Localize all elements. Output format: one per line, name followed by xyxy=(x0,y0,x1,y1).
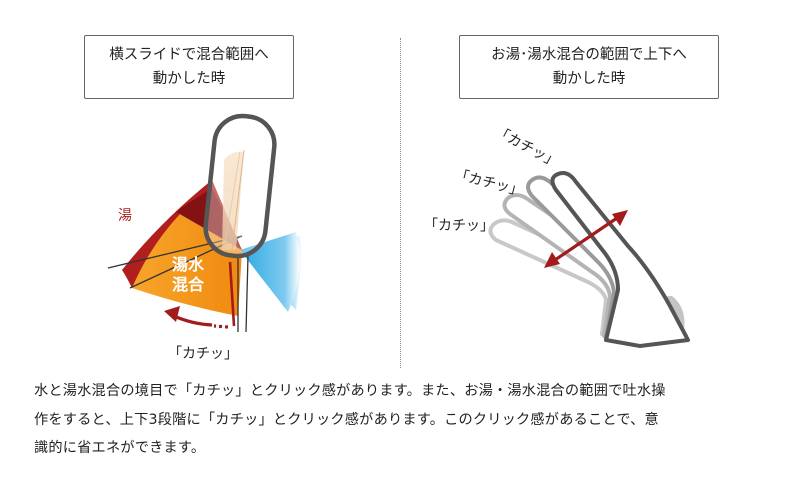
description-line3: 識的に省エネができます。 xyxy=(34,440,206,456)
ghost-lever-line2 xyxy=(223,151,241,251)
click-boundary-line xyxy=(245,255,249,333)
hot-boundary-line xyxy=(107,235,243,269)
dotted-divider xyxy=(400,38,401,368)
left-figure: 湯 湯水 混合 水 「カチッ」 xyxy=(107,113,302,362)
click-label-top: 「カチッ」 xyxy=(492,124,561,171)
up-down-arrow-line xyxy=(551,214,621,264)
arrow-head-up xyxy=(612,210,628,226)
ghost-lever-line1 xyxy=(231,149,245,251)
faucet-lever xyxy=(203,113,277,259)
description-line2: 作をすると、上下3段階に「カチッ」とクリック感があります。このクリック感があるこ… xyxy=(34,411,659,428)
arrow-dots xyxy=(213,324,229,329)
left-click-label: 「カチッ」 xyxy=(168,346,238,362)
description-line1: 水と湯水混合の境目で「カチッ」とクリック感があります。また、お湯・湯水混合の範囲… xyxy=(34,383,666,399)
left-caption-line1: 横スライドで混合範囲へ xyxy=(109,47,269,63)
click-label-low: 「カチッ」 xyxy=(424,218,494,234)
mix-label-2: 混合 xyxy=(172,275,205,294)
ghost-lever xyxy=(222,151,244,250)
mix-label-1: 湯水 xyxy=(172,255,205,274)
right-caption-line2: 動かした時 xyxy=(552,71,626,87)
left-caption-box: 横スライドで混合範囲へ 動かした時 xyxy=(84,35,294,99)
lever-position-top xyxy=(550,171,690,348)
leftward-arrow-head xyxy=(164,306,180,322)
red-boundary-line xyxy=(228,261,236,327)
arrow-head-down xyxy=(544,252,560,268)
right-caption-line1: お湯･湯水混合の範囲で上下へ xyxy=(491,47,687,63)
click-label-mid: 「カチッ」 xyxy=(453,167,525,199)
hot-label: 湯 xyxy=(118,207,132,224)
right-figure: 「カチッ」 「カチッ」 「カチッ」 xyxy=(424,124,690,348)
description-text: 水と湯水混合の境目で「カチッ」とクリック感があります。また、お湯・湯水混合の範囲… xyxy=(34,377,774,463)
leftward-curved-arrow xyxy=(173,314,213,327)
water-label: 水 xyxy=(253,282,266,297)
left-caption-line2: 動かした時 xyxy=(152,71,226,87)
right-caption-box: お湯･湯水混合の範囲で上下へ 動かした時 xyxy=(459,35,719,99)
